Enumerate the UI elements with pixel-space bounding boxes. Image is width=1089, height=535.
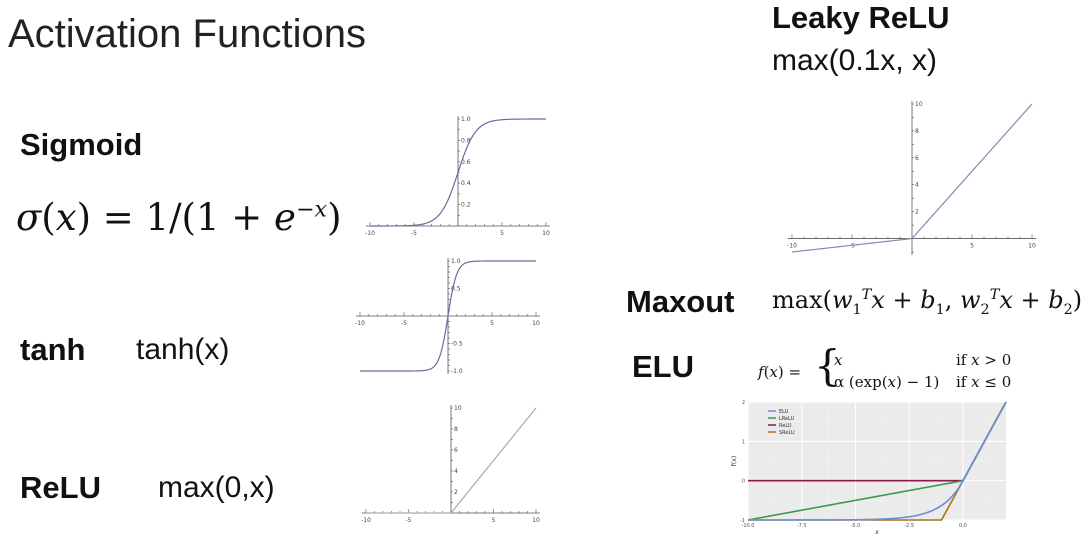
leaky-relu-formula: max(0.1x, x) [772,44,938,77]
tanh-curve [360,260,536,372]
x-tick-label: -5 [411,230,417,237]
y-tick-label: 2 [454,489,458,496]
maxout-formula: max(w1Tx + b1, w2Tx + b2) [772,286,1083,318]
leaky-curve [791,103,1033,253]
x-tick-label: -5.0 [851,523,861,529]
sigmoid-curve [369,118,547,227]
x-tick-label: 10 [1028,243,1036,250]
x-tick-label: 5 [492,517,496,524]
y-tick-label: 0.6 [461,159,471,166]
x-axis-label: x [875,529,879,535]
relu-curve [366,407,537,514]
y-tick-label: 0.8 [461,137,471,144]
x-tick-label: 5 [490,320,494,327]
sigmoid-chart: -10 -5 5 10 0.2 0.4 0.6 0.8 1.0 [365,116,550,237]
x-tick-label: 5 [970,243,974,250]
leaky-relu-chart: -10 -5 5 10 2 4 6 8 10 [787,101,1036,255]
y-tick-label: 6 [915,155,919,162]
x-tick-label: 5 [500,230,504,237]
tanh-label: tanh [20,332,86,367]
elu-label: ELU [632,349,694,384]
elu-case2-expr: α (exp(x) − 1) [834,373,940,391]
legend-label: LReLU [779,416,795,422]
y-tick-label: 0.5 [451,286,461,293]
x-tick-label: -5 [401,320,407,327]
x-tick-label: 10 [532,320,540,327]
y-tick-label: 0.4 [461,180,471,187]
x-tick-label: -10.0 [742,523,755,529]
x-tick-label: 10 [532,517,540,524]
y-tick-label: 0.2 [461,202,471,209]
slide-title: Activation Functions [8,12,366,56]
x-tick-label: -10 [355,320,365,327]
x-tick-label: -5 [849,243,855,250]
series-elu [748,401,1007,521]
elu-case1-expr: x [834,351,843,369]
maxout-label: Maxout [626,284,735,319]
x-tick-label: -5 [406,517,412,524]
y-tick-label: 2 [915,209,919,216]
x-tick-label: -10 [361,517,371,524]
sigmoid-label: Sigmoid [20,127,143,162]
leaky-relu-label: Leaky ReLU [772,0,950,35]
relu-formula: max(0,x) [158,471,275,504]
x-tick-label: -10 [787,243,797,250]
elu-case1-cond: if x > 0 [956,351,1012,369]
y-tick-label: 1 [742,439,745,445]
y-tick-label: 10 [915,101,923,108]
relu-label: ReLU [20,470,101,505]
x-tick-label: 10 [542,230,550,237]
y-tick-label: 8 [454,426,458,433]
elu-chart: -10.0 -7.5 -5.0 -2.5 0.0 -1 0 1 2 x f(x) ELULReLURe… [731,400,1007,535]
y-tick-label: 1.0 [461,116,471,123]
sigmoid-formula: σ(x) = 1/(1 + e−x) [16,196,342,239]
legend-label: ReLU [779,423,792,429]
x-tick-label: -7.5 [797,523,807,529]
y-tick-label: 4 [915,182,919,189]
x-tick-label: -10 [365,230,375,237]
tanh-chart: -10 -5 5 10 -1.0 -0.5 0.5 1.0 [355,258,540,375]
y-tick-label: -1.0 [451,368,463,375]
x-tick-label: 0.0 [959,523,967,529]
y-tick-label: 4 [454,468,458,475]
y-tick-label: -1 [740,518,745,524]
elu-case2-cond: if x ≤ 0 [956,373,1012,391]
legend-label: ELU [779,409,789,415]
y-tick-label: 10 [454,405,462,412]
y-tick-label: 2 [742,400,745,406]
y-tick-label: -0.5 [451,341,463,348]
x-tick-label: -2.5 [904,523,914,529]
y-tick-label: 0 [742,479,745,485]
y-tick-label: 1.0 [451,258,461,265]
y-axis-label: f(x) [731,456,738,466]
y-tick-label: 8 [915,128,919,135]
y-tick-label: 6 [454,447,458,454]
relu-chart: -10 -5 5 10 2 4 6 8 10 [361,405,540,524]
legend-label: SReLU [779,430,795,436]
tanh-formula: tanh(x) [136,333,230,366]
